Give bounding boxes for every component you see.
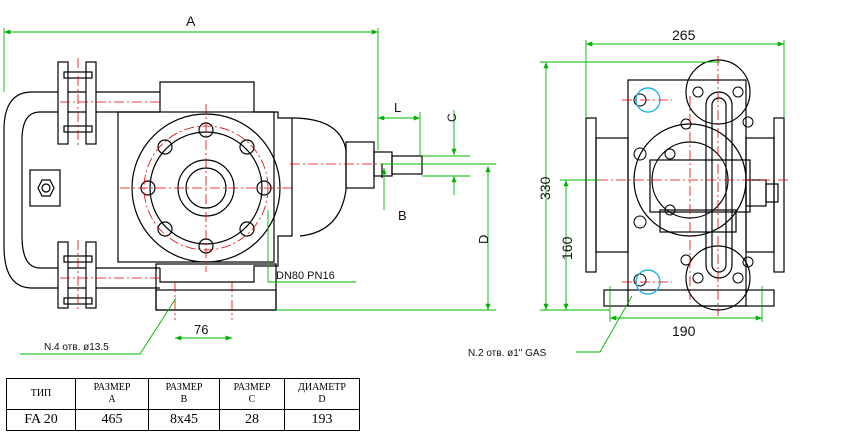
dimension-330-label: 330: [537, 176, 553, 200]
table-row: FA 20 465 8x45 28 193: [6, 409, 360, 431]
dimension-c-label: C: [445, 113, 459, 122]
cell-b: 8x45: [148, 409, 220, 431]
pump-technical-drawing: A L C B D 76 DN80 PN16 N.4 отв. ø13.5: [3, 13, 790, 359]
side-view: [3, 61, 423, 311]
dimension-160-label: 160: [559, 236, 575, 260]
cell-type: FA 20: [6, 409, 76, 431]
header-type: ТИП: [6, 378, 76, 410]
side-dimension-labels: A L C B D 76 DN80 PN16 N.4 отв. ø13.5: [44, 13, 491, 353]
front-dimension-labels: 265 330 160 190 N.2 отв. ø1" GAS: [468, 27, 696, 359]
dimension-a-label: A: [186, 13, 196, 29]
side-dimensions: [3, 28, 496, 355]
dimension-b-label: B: [398, 208, 407, 223]
dimension-190-label: 190: [672, 323, 696, 339]
dimension-265-label: 265: [672, 27, 696, 43]
front-view: [585, 59, 785, 311]
cell-a: 465: [75, 409, 149, 431]
front-bolts: [633, 86, 754, 287]
flange-note: DN80 PN16: [276, 270, 335, 282]
cell-d: 193: [284, 409, 360, 431]
ports-note: N.2 отв. ø1" GAS: [468, 348, 547, 359]
gas-ports: [635, 87, 661, 295]
front-dimensions: [540, 40, 785, 353]
holes-note: N.4 отв. ø13.5: [44, 342, 109, 353]
cell-c: 28: [219, 409, 285, 431]
front-centerlines: [580, 56, 790, 316]
dimension-d-label: D: [476, 235, 491, 244]
side-centerlines: [60, 58, 440, 320]
dimension-76-label: 76: [194, 322, 208, 337]
dimension-l-label: L: [394, 100, 401, 115]
